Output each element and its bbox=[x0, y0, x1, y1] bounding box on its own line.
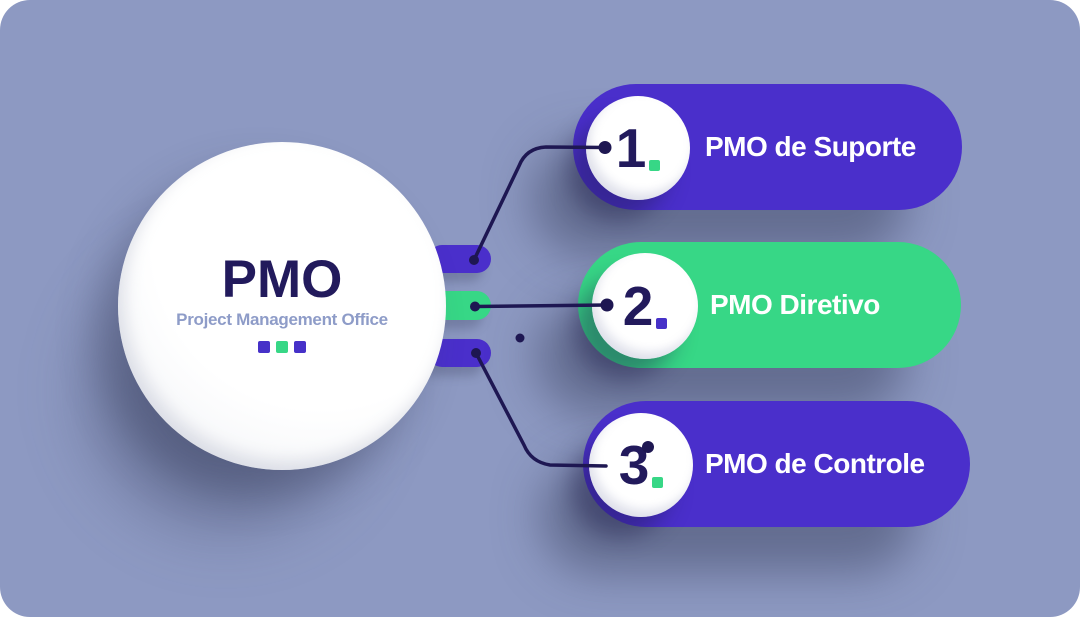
color-square-2 bbox=[276, 341, 288, 353]
item-label-1: PMO de Suporte bbox=[705, 131, 916, 162]
item-pill-2: 2 PMO Diretivo bbox=[578, 242, 961, 368]
main-circle: PMO Project Management Office bbox=[118, 142, 446, 470]
center-color-squares bbox=[118, 341, 446, 353]
item-pill-3: 3 PMO de Controle bbox=[583, 401, 970, 527]
center-title: PMO bbox=[221, 250, 343, 309]
center-subtitle: Project Management Office bbox=[176, 310, 388, 329]
item-label-3: PMO de Controle bbox=[705, 448, 925, 479]
item-number-circle-3: 3 bbox=[589, 413, 693, 517]
item-number-1: 1 bbox=[615, 116, 647, 179]
item-number-3: 3 bbox=[618, 433, 650, 496]
color-square-3 bbox=[294, 341, 306, 353]
item-number-period-2 bbox=[656, 317, 668, 329]
decorative-dot bbox=[515, 333, 525, 343]
item-number-circle-1: 1 bbox=[586, 96, 690, 200]
item-label-2: PMO Diretivo bbox=[710, 289, 880, 320]
item-number-circle-2: 2 bbox=[592, 253, 698, 359]
color-square-1 bbox=[258, 341, 270, 353]
item-number-2: 2 bbox=[622, 274, 654, 337]
item-number-period-3 bbox=[652, 476, 664, 488]
item-pill-1: 1 PMO de Suporte bbox=[573, 84, 962, 210]
item-number-period-1 bbox=[649, 159, 661, 171]
